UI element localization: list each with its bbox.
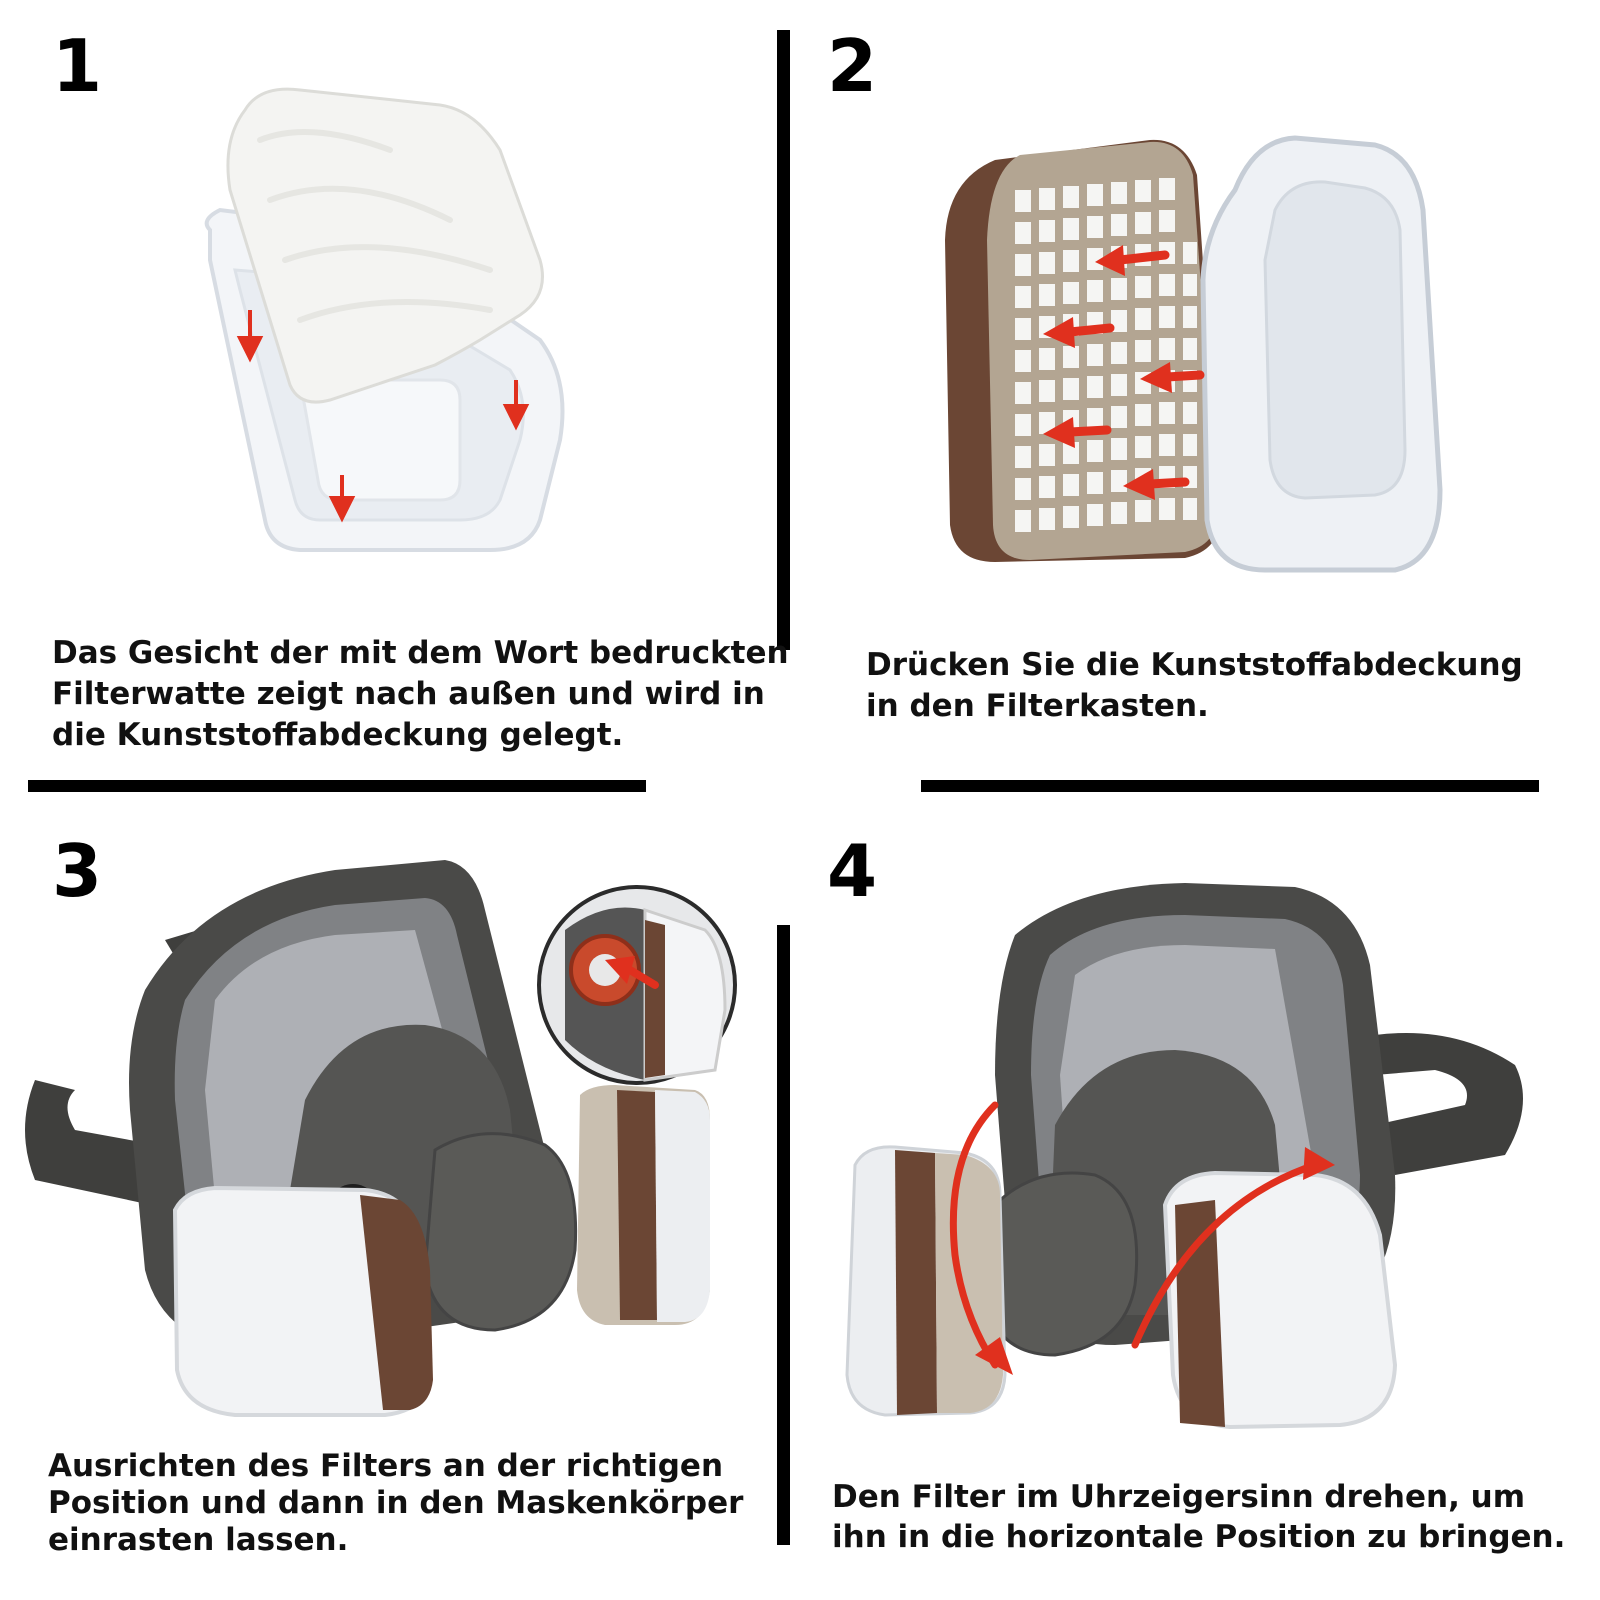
step-2-caption: Drücken Sie die Kunststoffabdeckung in d… [866,645,1523,727]
mask-with-filter-alignment-illustration [5,850,760,1450]
step-4-caption: Den Filter im Uhrzeigersinn drehen, um i… [832,1477,1565,1557]
step-3-caption-line: einrasten lassen. [48,1522,349,1558]
mask-with-filter-rotation-illustration [835,875,1535,1455]
step-1-number: 1 [52,24,103,108]
step-2-caption-line: Drücken Sie die Kunststoffabdeckung [866,647,1523,683]
step-3-caption: Ausrichten des Filters an der richtigen … [48,1448,743,1559]
horizontal-divider-left [28,780,646,792]
step-2-number: 2 [827,24,878,108]
step-1-caption-line: Das Gesicht der mit dem Wort bedruckten [52,635,789,671]
step-3-number: 3 [52,829,103,913]
vertical-divider-top [777,30,790,650]
step-1-caption-line: die Kunststoffabdeckung gelegt. [52,717,624,753]
step-4-caption-line: ihn in die horizontale Position zu bring… [832,1519,1566,1555]
filter-cartridge-and-cover-illustration [935,130,1455,580]
step-1-caption-line: Filterwatte zeigt nach außen und wird in [52,676,765,712]
filter-cotton-and-cover-illustration [190,80,590,570]
step-1-caption: Das Gesicht der mit dem Wort bedruckten … [52,633,789,756]
vertical-divider-bottom [777,925,790,1545]
step-3-caption-line: Ausrichten des Filters an der richtigen [48,1448,724,1484]
step-3-caption-line: Position und dann in den Maskenkörper [48,1485,744,1521]
step-4-caption-line: Den Filter im Uhrzeigersinn drehen, um [832,1479,1526,1515]
step-4-number: 4 [827,829,878,913]
horizontal-divider-right [921,780,1539,792]
step-2-caption-line: in den Filterkasten. [866,688,1209,724]
